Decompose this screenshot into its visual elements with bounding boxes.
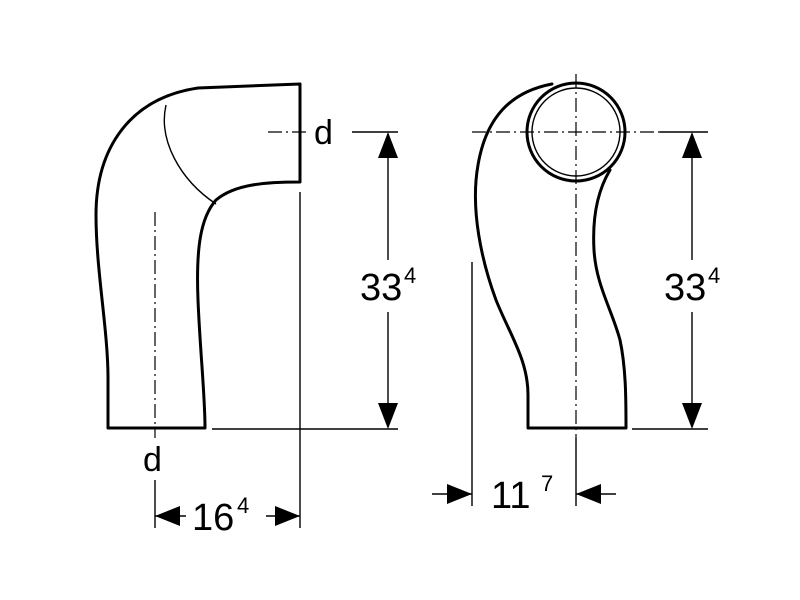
left-width-arrow-left — [155, 506, 180, 526]
left-width-value: 16 — [192, 497, 234, 539]
right-height-arrow-top — [682, 132, 702, 158]
left-width-superscript: 4 — [237, 493, 249, 518]
right-height-arrow-bottom — [682, 403, 702, 429]
right-height-value: 33 — [664, 267, 706, 309]
left-elbow-seam — [163, 104, 217, 205]
right-width-superscript: 7 — [541, 471, 553, 496]
left-height-arrow-top — [378, 132, 398, 158]
right-width-value: 11 — [491, 475, 530, 517]
left-bottom-d-label: d — [143, 441, 162, 479]
right-width-arrow-right — [576, 484, 601, 504]
right-elbow-outline — [473, 82, 628, 430]
left-height-superscript: 4 — [404, 263, 416, 288]
left-height-arrow-bottom — [378, 403, 398, 429]
right-height-superscript: 4 — [708, 263, 720, 288]
right-view: 33 4 11 7 — [432, 74, 720, 517]
left-width-label-bg — [186, 494, 266, 534]
left-height-value: 33 — [360, 267, 402, 309]
left-view: 33 4 16 4 d d — [94, 82, 416, 539]
left-top-d-label: d — [314, 114, 333, 152]
left-elbow-outline — [94, 82, 302, 430]
left-width-arrow-right — [275, 506, 300, 526]
right-width-arrow-left — [447, 484, 472, 504]
